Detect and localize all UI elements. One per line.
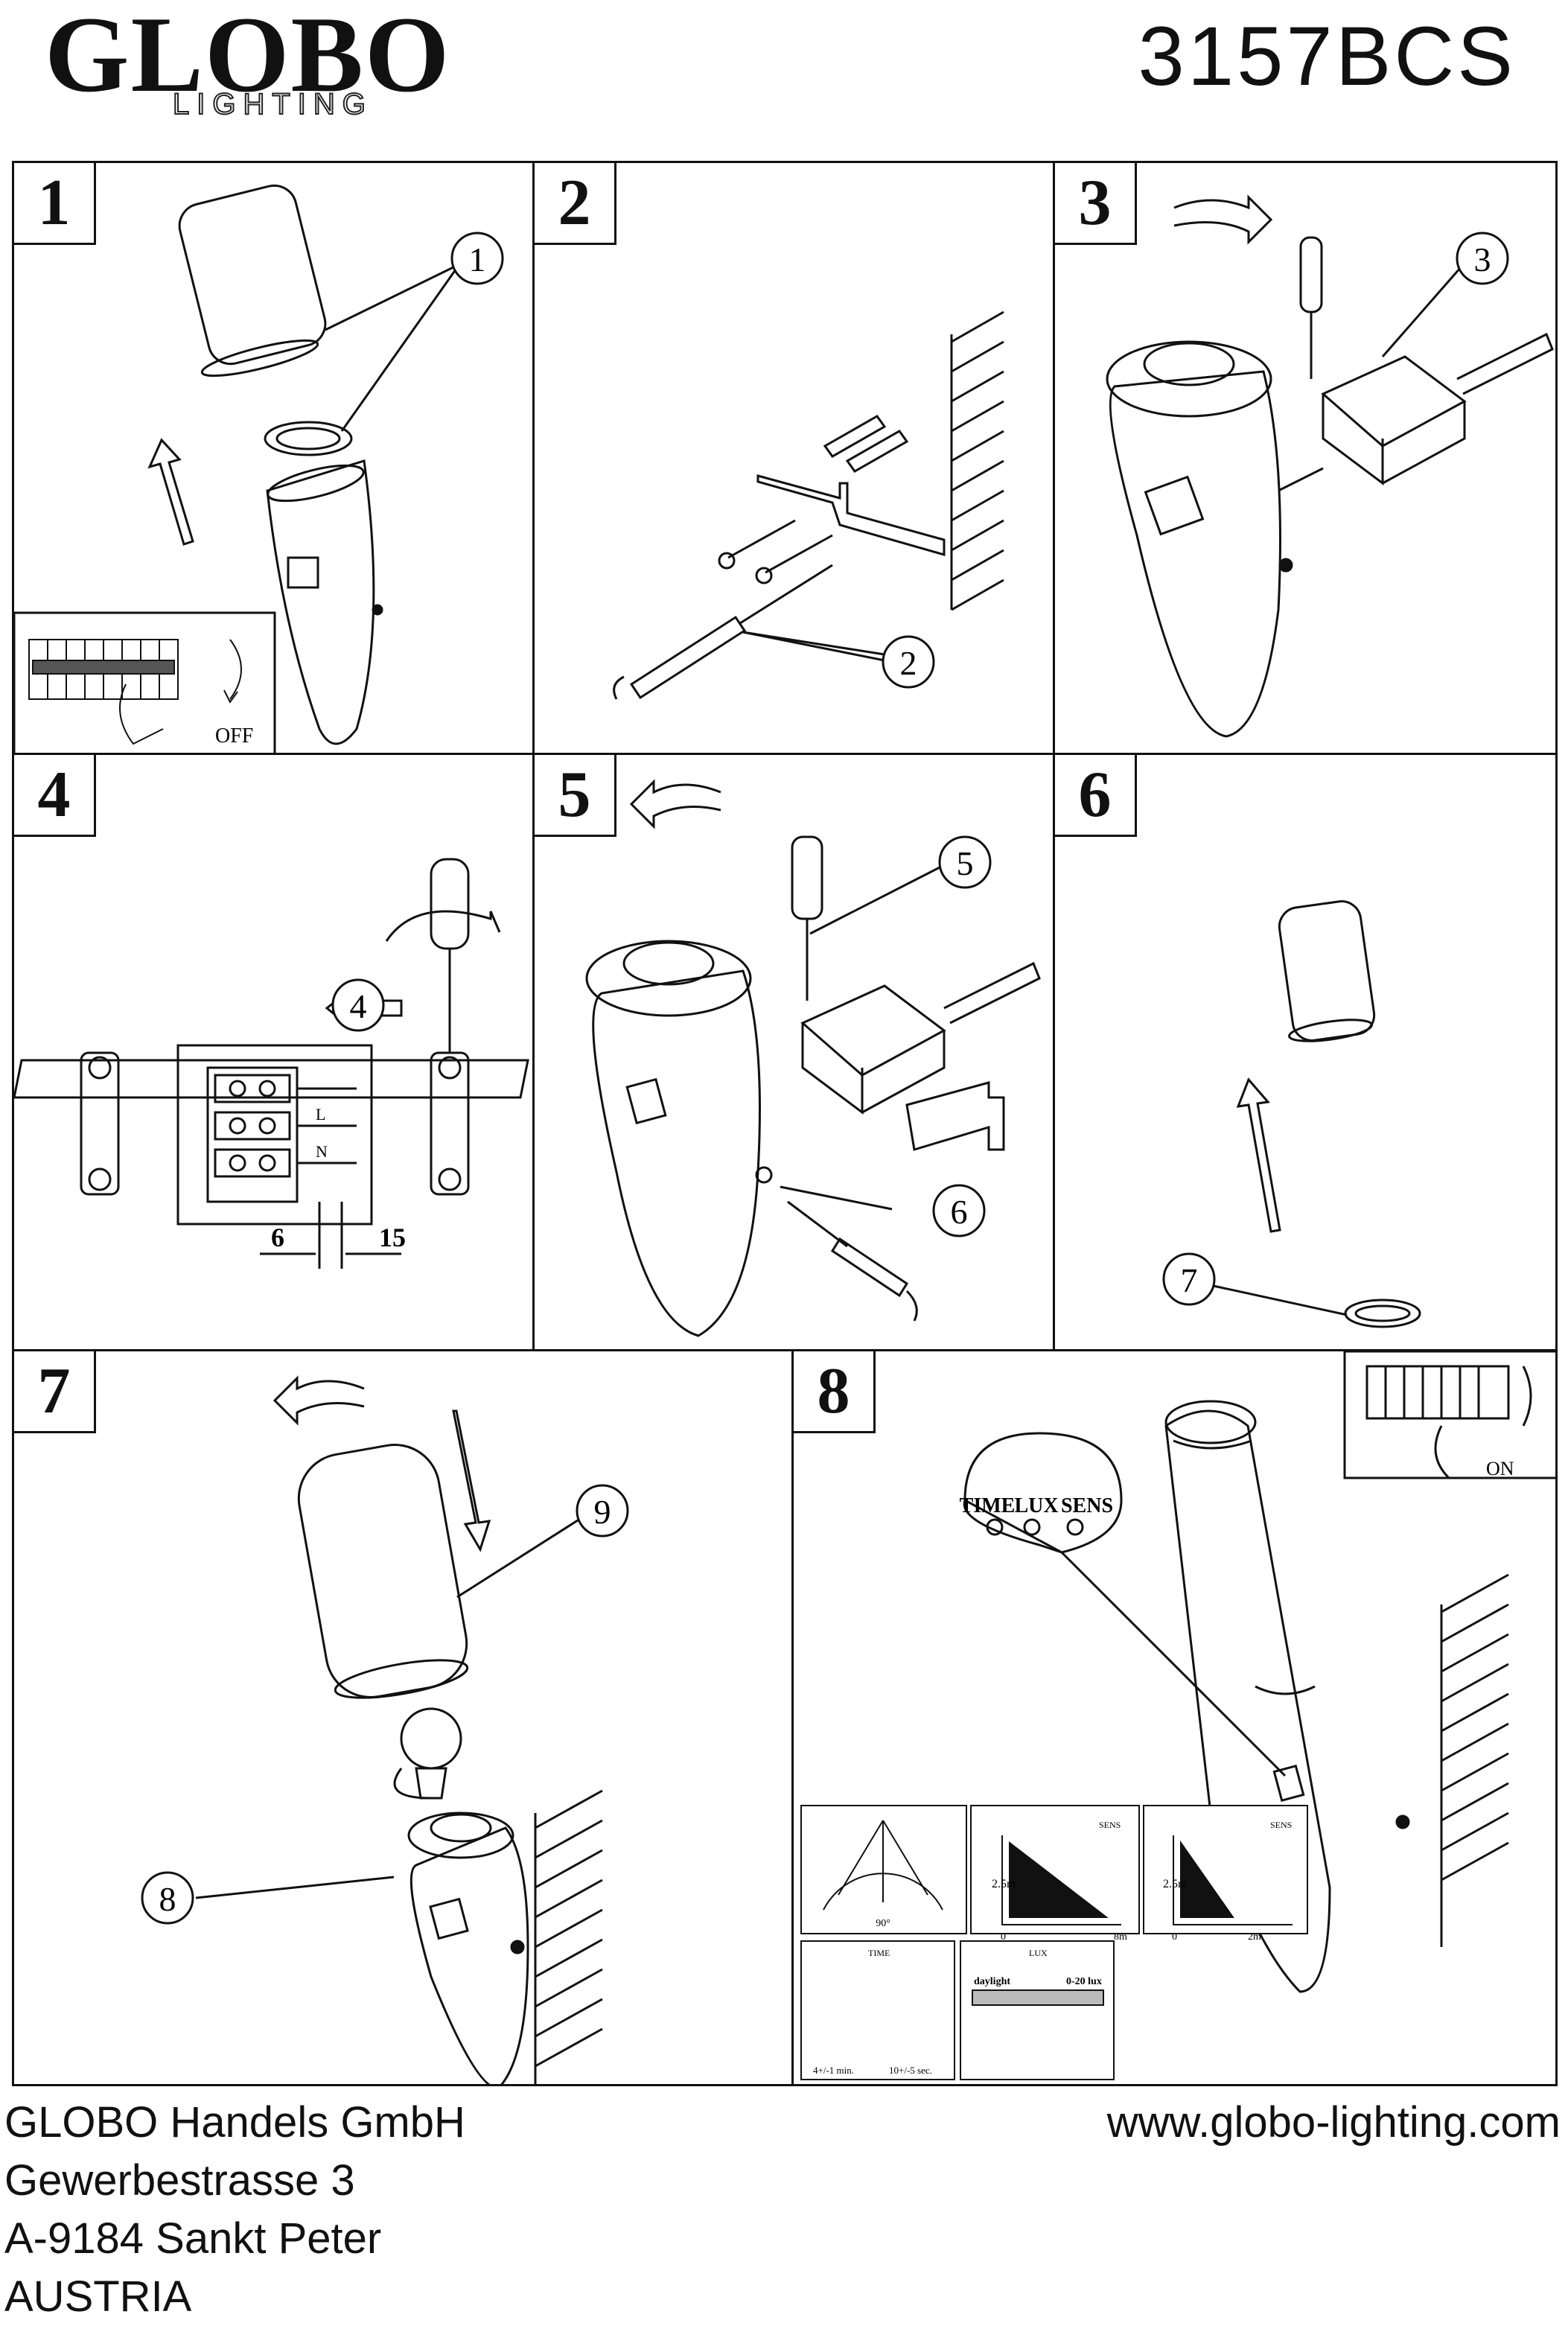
- callout-3: 3: [1474, 240, 1491, 278]
- lux-range-label: 0-20 lux: [1066, 1976, 1102, 1987]
- callout-6: 6: [951, 1193, 968, 1231]
- callout-5: 5: [957, 844, 974, 882]
- switch-on-label: ON: [1486, 1458, 1514, 1479]
- company-country: AUSTRIA: [4, 2272, 192, 2321]
- sens-dial-label: SENS: [1061, 1494, 1113, 1517]
- step-6-panel: 6 7: [1053, 753, 1558, 1351]
- step-number: 6: [1055, 755, 1137, 837]
- model-number: 3157BCS: [1138, 10, 1516, 103]
- step-number: 5: [535, 755, 616, 837]
- instruction-grid: 1 1: [12, 161, 1558, 2086]
- callout-7: 7: [1181, 1261, 1198, 1299]
- wire-mark-N: N: [316, 1142, 328, 1161]
- wire-mark-L: L: [316, 1105, 325, 1124]
- dimension-strip-6: 6: [271, 1223, 284, 1252]
- company-city: A-9184 Sankt Peter: [4, 2214, 382, 2263]
- step-3-panel: 3: [1053, 161, 1558, 755]
- step-7-illustration: 9 8: [141, 1375, 629, 2084]
- step-3-illustration: 3: [1106, 194, 1554, 738]
- company-name: GLOBO Handels GmbH: [4, 2098, 465, 2147]
- time-max-label: 10+/-5 sec.: [889, 2065, 932, 2076]
- callout-2: 2: [900, 644, 917, 682]
- switch-off-label: OFF: [215, 724, 253, 748]
- origin-label-2: 0: [1172, 1931, 1177, 1943]
- sens-label-1: SENS: [1099, 1820, 1121, 1830]
- step-8-illustration: ON TIME LUX SENS 90° 2.5m 0: [800, 1351, 1555, 2080]
- callout-1: 1: [469, 240, 486, 278]
- step-1-illustration: 1 OFF: [14, 184, 504, 753]
- step-4-panel: 4: [12, 753, 535, 1351]
- height-label: 2.5m: [992, 1878, 1016, 1890]
- callout-8: 8: [159, 1880, 176, 1918]
- callout-9: 9: [594, 1493, 611, 1531]
- company-address: GLOBO Handels GmbH Gewerbestrasse 3 A-91…: [4, 2094, 465, 2326]
- time-min-label: 4+/-1 min.: [813, 2065, 854, 2076]
- step-7-panel: 7: [12, 1349, 794, 2086]
- step-5-illustration: 5 6: [585, 779, 1041, 1337]
- step-number: 1: [14, 163, 96, 245]
- step-number: 7: [14, 1351, 96, 1433]
- range-max-label: 8m: [1114, 1931, 1127, 1943]
- step-number: 8: [794, 1351, 876, 1433]
- brand-logo: GLOBO: [45, 0, 451, 115]
- website-link[interactable]: www.globo-lighting.com: [1106, 2098, 1561, 2147]
- dimension-strip-15: 15: [379, 1223, 406, 1252]
- origin-label-1: 0: [1001, 1931, 1006, 1943]
- range-min-label: 2m: [1248, 1931, 1261, 1943]
- callout-4: 4: [350, 987, 367, 1025]
- sens-label-2: SENS: [1270, 1820, 1292, 1830]
- step-number: 2: [535, 163, 616, 245]
- brand-subtitle: LIGHTING: [172, 87, 373, 121]
- lux-dial-label: LUX: [1014, 1494, 1058, 1517]
- step-5-panel: 5 5: [532, 753, 1055, 1351]
- step-2-panel: 2: [532, 161, 1055, 755]
- step-number: 3: [1055, 163, 1137, 245]
- time-label: TIME: [868, 1948, 890, 1958]
- lux-label: LUX: [1029, 1948, 1048, 1958]
- time-dial-label: TIME: [960, 1494, 1016, 1517]
- height-label-2: 2.5m: [1163, 1878, 1188, 1890]
- step-1-panel: 1 1: [12, 161, 535, 755]
- angle-label: 90°: [876, 1918, 890, 1929]
- step-number: 4: [14, 755, 96, 837]
- daylight-label: daylight: [974, 1976, 1010, 1987]
- step-4-illustration: L N 4 6 15: [14, 858, 529, 1269]
- step-2-illustration: 2: [613, 310, 1004, 700]
- step-6-illustration: 7: [1162, 900, 1421, 1328]
- step-8-panel: 8: [791, 1349, 1558, 2086]
- company-street: Gewerbestrasse 3: [4, 2156, 355, 2205]
